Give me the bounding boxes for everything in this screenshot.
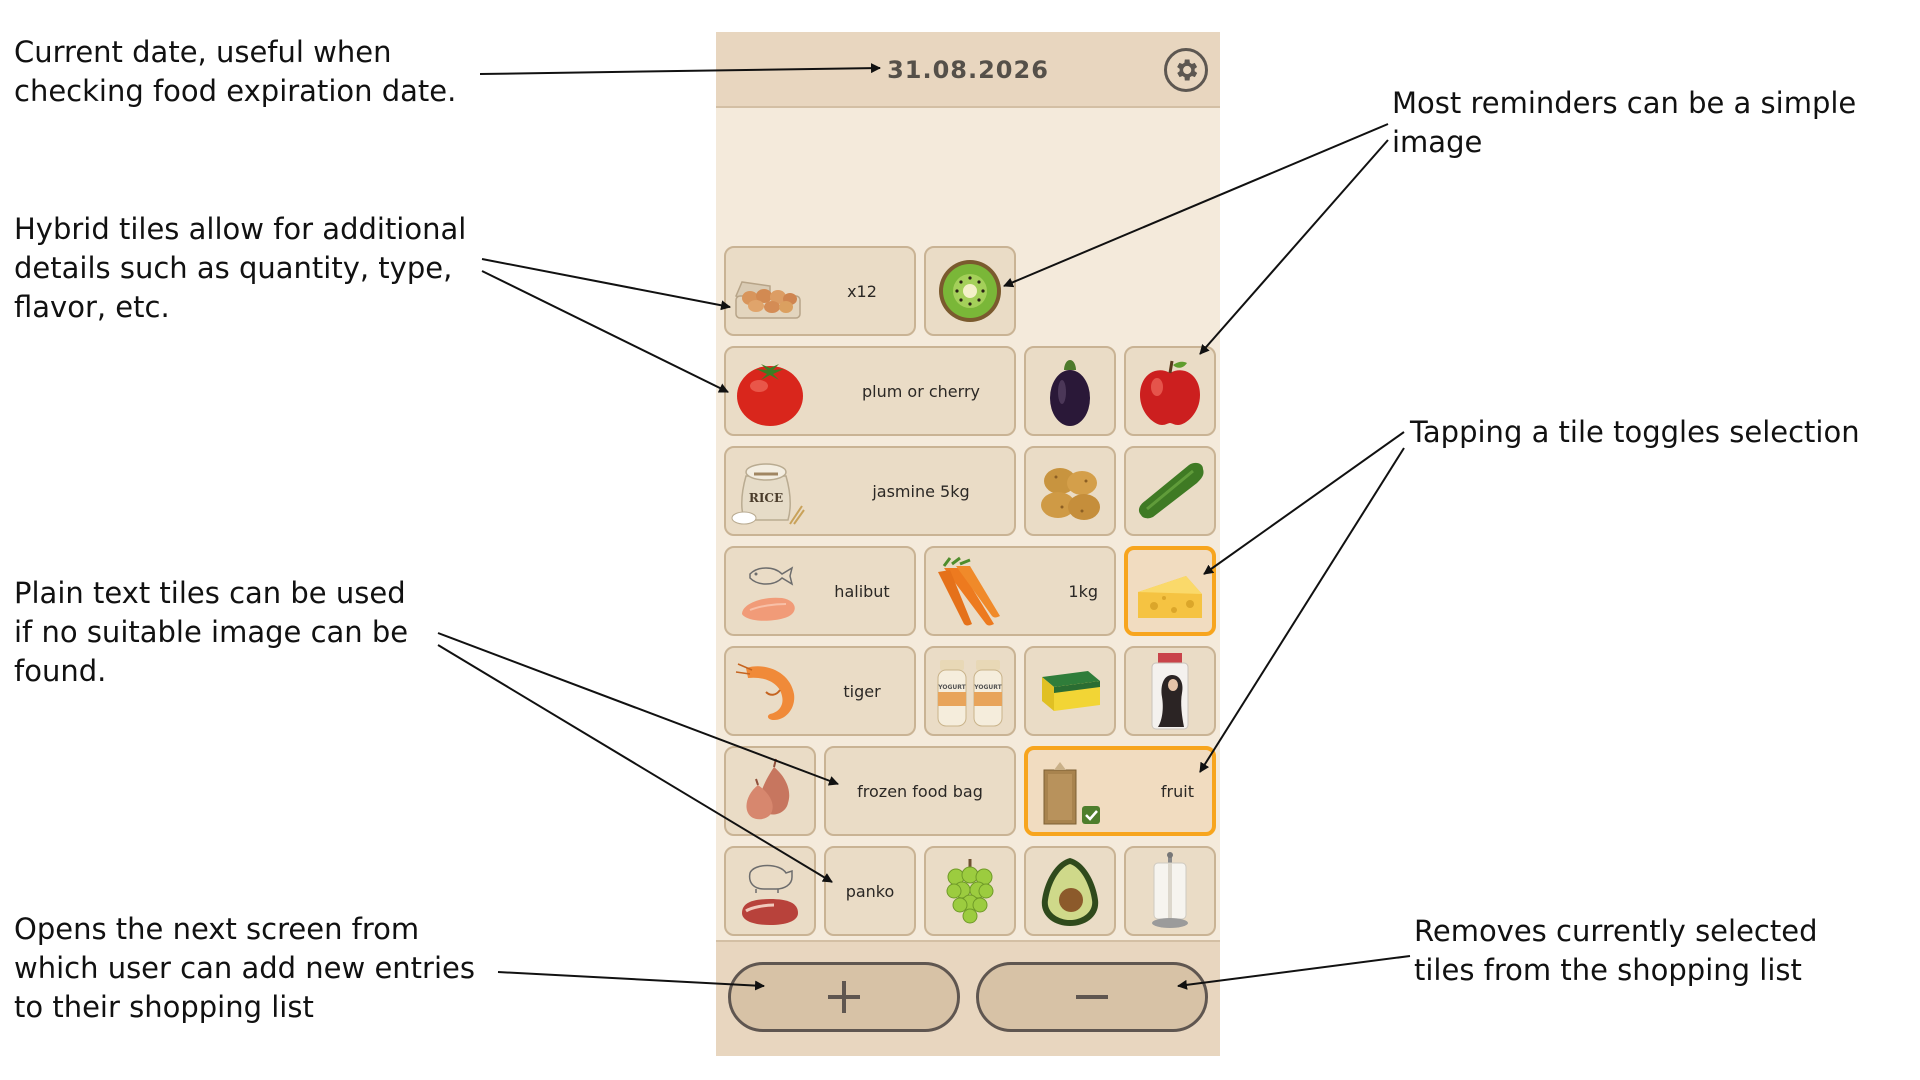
tile-shrimp[interactable]: tiger: [724, 646, 916, 736]
shopping-grid: x12: [716, 32, 1220, 1056]
tile-eggplant[interactable]: [1024, 346, 1116, 436]
tile-cheese[interactable]: [1124, 546, 1216, 636]
arrow-reminder-apple: [1199, 139, 1389, 355]
svg-text:RICE: RICE: [749, 491, 783, 505]
avocado-icon: [1026, 852, 1114, 930]
annotation-plain-line: if no suitable image can be: [14, 615, 409, 649]
annotation-plain-line: Plain text tiles can be used: [14, 576, 406, 610]
svg-text:YOGURT: YOGURT: [937, 684, 966, 691]
tile-rice-label: jasmine 5kg: [872, 481, 970, 501]
potato-icon: [1026, 452, 1114, 530]
gear-icon: [1177, 59, 1198, 81]
tile-tea[interactable]: fruit: [1024, 746, 1216, 836]
tile-fish-label: halibut: [834, 581, 890, 601]
tomato-icon: [730, 352, 810, 430]
tile-carrots-label: 1kg: [1068, 581, 1098, 601]
tile-cucumber[interactable]: [1124, 446, 1216, 536]
tile-shrimp-label: tiger: [843, 681, 881, 701]
annotation-removes-line: tiles from the shopping list: [1414, 953, 1802, 987]
eggplant-icon: [1026, 352, 1114, 430]
annotation-plain-line: found.: [14, 654, 107, 688]
plus-icon: [828, 981, 860, 1013]
tile-kiwi[interactable]: [924, 246, 1016, 336]
annotation-reminders: Most reminders can be a simple image: [1392, 84, 1856, 162]
tile-eggs[interactable]: x12: [724, 246, 916, 336]
carrot-icon: [930, 552, 1010, 630]
annotation-toggle: Tapping a tile toggles selection: [1410, 413, 1860, 452]
paper-towel-icon: [1126, 852, 1214, 930]
arrow-toggle-tea: [1199, 447, 1405, 773]
tile-sponge[interactable]: [1024, 646, 1116, 736]
tile-apple[interactable]: [1124, 346, 1216, 436]
annotation-hybrid-line: flavor, etc.: [14, 290, 170, 324]
tile-eggs-label: x12: [847, 281, 877, 301]
current-date: 31.08.2026: [887, 56, 1049, 84]
annotation-removes: Removes currently selected tiles from th…: [1414, 912, 1817, 990]
shampoo-bottle-icon: [1126, 652, 1214, 730]
annotation-hybrid-line: Hybrid tiles allow for additional: [14, 212, 467, 246]
annotation-opens-line: Opens the next screen from: [14, 912, 420, 946]
tile-shallots[interactable]: [724, 746, 816, 836]
annotation-opens-line: to their shopping list: [14, 990, 314, 1024]
egg-carton-icon: [730, 252, 810, 330]
grapes-icon: [926, 852, 1014, 930]
remove-button[interactable]: [976, 962, 1208, 1032]
add-button[interactable]: [728, 962, 960, 1032]
minus-icon: [1076, 995, 1108, 999]
tile-paper-towel[interactable]: [1124, 846, 1216, 936]
annotation-toggle-line: Tapping a tile toggles selection: [1410, 415, 1860, 449]
phone-screen: 31.08.2026 x: [716, 32, 1220, 1056]
tea-bag-icon: [1032, 754, 1112, 832]
shrimp-icon: [730, 652, 810, 730]
annotation-date-line: Current date, useful when: [14, 35, 392, 69]
arrow-hybrid-eggs: [481, 258, 731, 311]
annotation-reminders-line: Most reminders can be a simple: [1392, 86, 1857, 120]
tile-frozen-bag[interactable]: frozen food bag: [824, 746, 1016, 836]
tile-avocado[interactable]: [1024, 846, 1116, 936]
rice-sack-icon: RICE: [730, 452, 810, 530]
fish-fillet-icon: [730, 552, 810, 630]
sponge-icon: [1026, 652, 1114, 730]
settings-button[interactable]: [1164, 48, 1208, 92]
annotation-date: Current date, useful when checking food …: [14, 33, 456, 111]
annotation-date-line: checking food expiration date.: [14, 74, 457, 108]
tile-tomato[interactable]: plum or cherry: [724, 346, 1016, 436]
tile-fish[interactable]: halibut: [724, 546, 916, 636]
tile-panko[interactable]: panko: [824, 846, 916, 936]
annotation-hybrid: Hybrid tiles allow for additional detail…: [14, 210, 466, 327]
annotation-reminders-line: image: [1392, 125, 1483, 159]
tile-pork[interactable]: [724, 846, 816, 936]
annotation-plain: Plain text tiles can be used if no suita…: [14, 574, 408, 691]
svg-text:YOGURT: YOGURT: [973, 684, 1002, 691]
annotation-hybrid-line: details such as quantity, type,: [14, 251, 453, 285]
apple-icon: [1126, 352, 1214, 430]
annotation-removes-line: Removes currently selected: [1414, 914, 1818, 948]
annotation-opens: Opens the next screen from which user ca…: [14, 910, 475, 1027]
tile-tomato-label: plum or cherry: [862, 381, 980, 401]
bottom-bar: [716, 940, 1220, 1056]
tile-shampoo[interactable]: [1124, 646, 1216, 736]
tile-grapes[interactable]: [924, 846, 1016, 936]
tile-tea-label: fruit: [1160, 781, 1194, 801]
annotation-opens-line: which user can add new entries: [14, 951, 475, 985]
shallot-icon: [726, 752, 814, 830]
arrow-hybrid-tomato: [481, 270, 729, 393]
tile-carrots[interactable]: 1kg: [924, 546, 1116, 636]
cucumber-icon: [1126, 452, 1214, 530]
kiwi-icon: [926, 252, 1014, 330]
cheese-icon: [1128, 554, 1212, 632]
tile-yogurt[interactable]: YOGURT YOGURT: [924, 646, 1016, 736]
tile-panko-label: panko: [845, 881, 895, 901]
tile-frozen-bag-label: frozen food bag: [857, 781, 983, 801]
tile-rice[interactable]: RICE jasmine 5kg: [724, 446, 1016, 536]
yogurt-bottles-icon: YOGURT YOGURT: [926, 652, 1014, 730]
tile-potatoes[interactable]: [1024, 446, 1116, 536]
arrow-toggle-cheese: [1203, 431, 1405, 575]
pork-meat-icon: [726, 852, 814, 930]
